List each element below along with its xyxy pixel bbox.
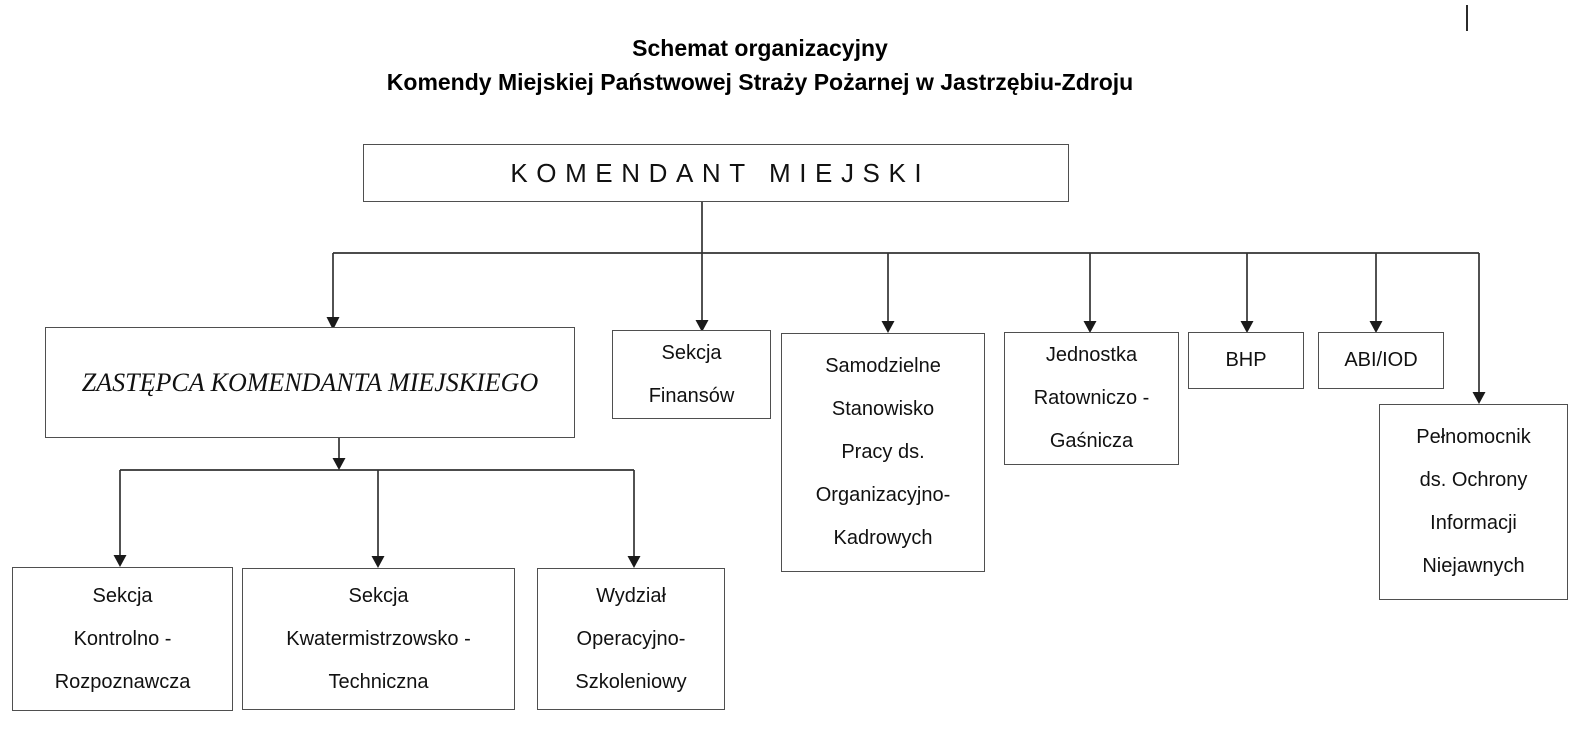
arrowhead (326, 317, 340, 330)
chart-title-line-1: Schemat organizacyjny (632, 35, 888, 61)
org-box-label-line: Sekcja (92, 584, 153, 607)
org-box-label-line: Finansów (648, 384, 735, 407)
org-box-label-line: Sekcja (661, 341, 722, 364)
arrowhead (1083, 321, 1097, 333)
arrowhead (1472, 392, 1486, 404)
org-box-label-line: Stanowisko (831, 398, 935, 420)
org-box-label-line: Techniczna (328, 670, 429, 693)
org-box-label-line: Niejawnych (1422, 555, 1525, 577)
org-box-label-line: Kwatermistrzowsko - (286, 627, 471, 650)
page-edge-artifact-line (1466, 5, 1468, 31)
org-box-zastepca-komendanta: ZASTĘPCA KOMENDANTA MIEJSKIEGO (45, 327, 575, 438)
org-box-label-line: Pełnomocnik (1416, 426, 1531, 448)
org-box-label-line: Informacji (1430, 512, 1517, 534)
org-box-label-line: Pracy ds. (841, 441, 925, 463)
org-box-bhp: BHP (1188, 332, 1304, 389)
arrowhead (695, 320, 709, 332)
org-box-label-line: Szkoleniowy (575, 670, 687, 693)
org-box-wydzial-operacyjno-szkoleniowy: Wydział Operacyjno- Szkoleniowy (537, 568, 725, 710)
org-box-label-line: Organizacyjno- (815, 484, 951, 506)
org-box-stanowisko-organizacyjno-kadrowe: Samodzielne Stanowisko Pracy ds. Organiz… (781, 333, 985, 572)
org-box-label-line: Operacyjno- (576, 627, 686, 650)
org-box-label-line: Jednostka (1045, 344, 1138, 366)
org-box-sekcja-finansow: Sekcja Finansów (612, 330, 771, 419)
arrowhead (113, 555, 127, 567)
chart-title: Schemat organizacyjny Komendy Miejskiej … (0, 31, 1520, 99)
org-box-komendant-miejski: KOMENDANT MIEJSKI (363, 144, 1069, 202)
org-box-pelnomocnik-informacji-niejawnych: Pełnomocnik ds. Ochrony Informacji Nieja… (1379, 404, 1568, 600)
arrowhead (1240, 321, 1254, 333)
arrowhead (371, 556, 385, 568)
org-box-label: KOMENDANT MIEJSKI (510, 158, 931, 188)
org-box-label-line: ds. Ochrony (1419, 469, 1528, 491)
org-box-sekcja-kwatermistrzowsko-techniczna: Sekcja Kwatermistrzowsko - Techniczna (242, 568, 515, 710)
org-box-label-line: Kontrolno - (73, 627, 172, 650)
org-box-label: BHP (1225, 349, 1267, 371)
org-box-label-line: Gaśnicza (1049, 430, 1134, 452)
arrowhead (881, 321, 895, 333)
org-box-sekcja-kontrolno-rozpoznawcza: Sekcja Kontrolno - Rozpoznawcza (12, 567, 233, 711)
arrowhead (1369, 321, 1383, 333)
org-box-label: ZASTĘPCA KOMENDANTA MIEJSKIEGO (81, 367, 539, 397)
org-box-label-line: Ratowniczo - (1033, 387, 1150, 409)
org-box-label: ABI/IOD (1344, 349, 1418, 371)
org-box-jednostka-ratowniczo-gasnicza: Jednostka Ratowniczo - Gaśnicza (1004, 332, 1179, 465)
arrowhead (332, 458, 346, 470)
org-box-label-line: Rozpoznawcza (54, 670, 191, 693)
org-box-label-line: Kadrowych (833, 527, 933, 549)
chart-title-line-2: Komendy Miejskiej Państwowej Straży Poża… (386, 69, 1134, 95)
org-box-label-line: Wydział (596, 584, 666, 607)
org-box-label-line: Sekcja (348, 584, 409, 607)
org-box-label-line: Samodzielne (825, 355, 941, 377)
arrowhead (627, 556, 641, 568)
org-box-abi-iod: ABI/IOD (1318, 332, 1444, 389)
